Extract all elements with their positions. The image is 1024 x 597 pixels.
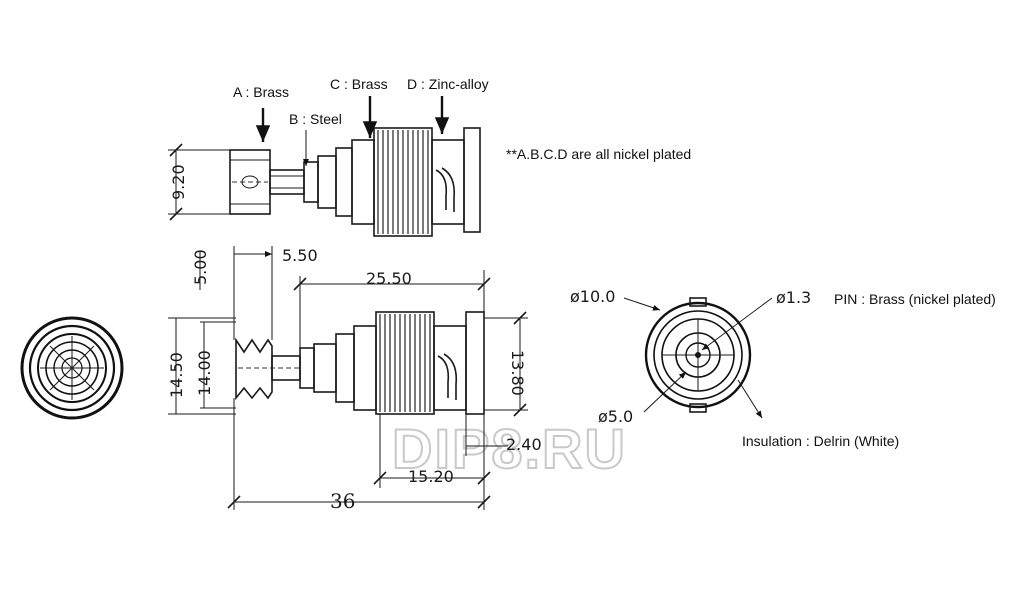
dim-14-50: 14.50 bbox=[167, 352, 186, 398]
dim-13-80: 13.80 bbox=[508, 350, 527, 396]
right-end-view: ø10.0 ø1.3 ø5.0 PIN : Brass (nickel plat… bbox=[570, 287, 996, 449]
label-b-steel: B : Steel bbox=[289, 111, 342, 127]
label-pin-material: PIN : Brass (nickel plated) bbox=[834, 291, 996, 307]
note-nickel-plated: **A.B.C.D are all nickel plated bbox=[506, 146, 691, 162]
dim-15-20: 15.20 bbox=[408, 467, 454, 486]
label-d-zinc-alloy: D : Zinc-alloy bbox=[407, 76, 489, 92]
dim-dia-1-3: ø1.3 bbox=[776, 288, 811, 307]
bottom-side-view: 5.00 5.50 25.50 14.50 14.00 13.80 2. bbox=[167, 246, 542, 513]
dim-14-00: 14.00 bbox=[195, 350, 214, 396]
top-side-view: A : Brass B : Steel C : Brass D : Zinc-a… bbox=[168, 76, 691, 237]
dim-dia-5-0: ø5.0 bbox=[598, 407, 633, 426]
label-insulation-material: Insulation : Delrin (White) bbox=[742, 433, 899, 449]
watermark: DIP8.RU bbox=[392, 417, 627, 480]
dim-36-overall: 36 bbox=[330, 489, 355, 513]
dim-dia-10-0: ø10.0 bbox=[570, 287, 615, 306]
dim-2-40: 2.40 bbox=[506, 435, 542, 454]
dim-25-50: 25.50 bbox=[366, 269, 412, 288]
knurl-pattern-lower bbox=[379, 314, 431, 412]
dim-9-20: 9.20 bbox=[169, 164, 188, 200]
label-c-brass: C : Brass bbox=[330, 76, 388, 92]
dim-5-00: 5.00 bbox=[191, 249, 210, 285]
left-end-view bbox=[20, 316, 124, 420]
label-a-brass: A : Brass bbox=[233, 84, 289, 100]
dim-5-50: 5.50 bbox=[282, 246, 318, 265]
knurl-pattern bbox=[377, 130, 429, 234]
